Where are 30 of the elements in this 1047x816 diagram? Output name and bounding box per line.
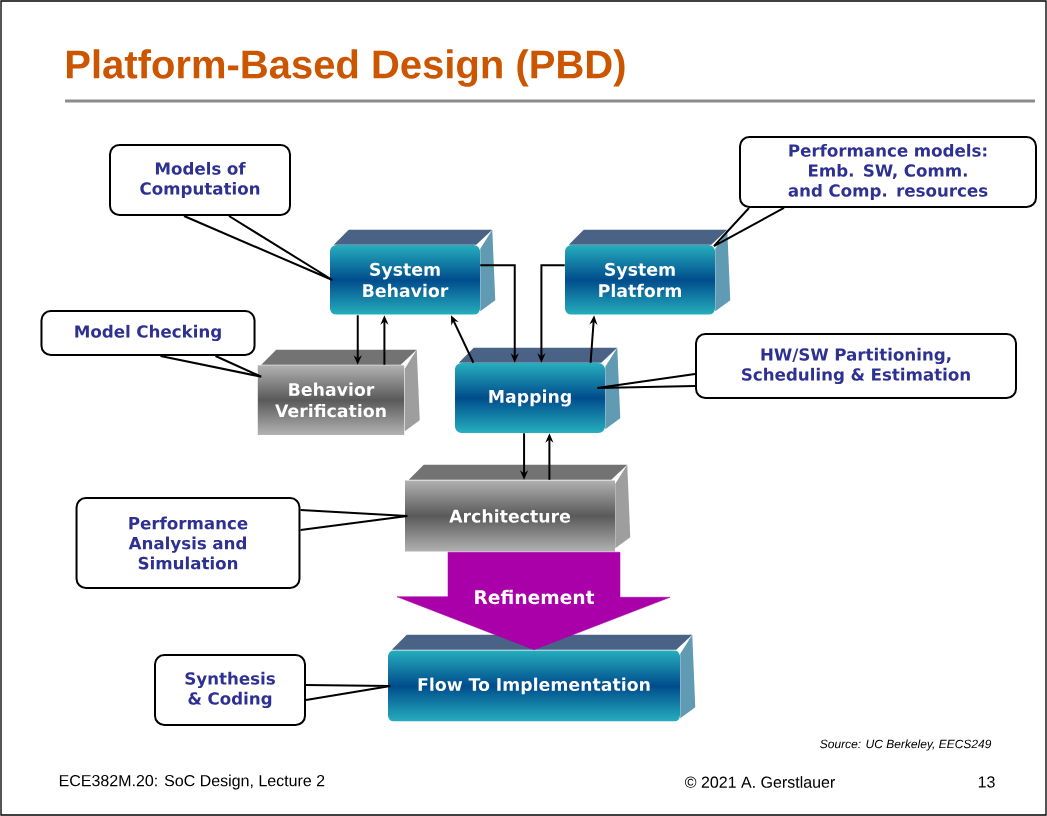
callout-bubble: HW/SW Partitioning, Scheduling & Estimation bbox=[695, 333, 1017, 399]
callout-tail bbox=[596, 373, 696, 389]
block-arrow bbox=[396, 552, 671, 650]
callout-bubble: Models of Computation bbox=[109, 144, 291, 216]
callout-bubble: Model Checking bbox=[40, 310, 256, 356]
process-block: Behavior Verification bbox=[261, 349, 420, 432]
callout-tail bbox=[712, 207, 785, 248]
callout-bubble: Performance models: Emb. SW, Comm. and Comp. resources bbox=[739, 136, 1037, 208]
page-number: 13 bbox=[978, 776, 995, 788]
footer-text: © 2021 A. Gerstlauer bbox=[685, 776, 835, 788]
node-label: Mapping bbox=[489, 389, 571, 407]
source-note: Source: UC Berkeley, EECS249 bbox=[820, 739, 992, 751]
node-label: Behavior Verification bbox=[275, 382, 386, 418]
node-label: System Platform bbox=[599, 262, 681, 298]
callout-tail bbox=[183, 215, 334, 281]
edge-label: Refinement bbox=[475, 589, 595, 605]
node-label: Flow To Implementation bbox=[418, 677, 650, 695]
process-block: System Platform bbox=[568, 229, 731, 312]
process-block: Architecture bbox=[408, 464, 631, 549]
process-block: System Behavior bbox=[333, 229, 496, 312]
callout-tail bbox=[299, 509, 409, 531]
slide-title: Platform-Based Design (PBD) bbox=[66, 49, 625, 87]
node-label: System Behavior bbox=[363, 262, 449, 298]
node-label: Architecture bbox=[449, 509, 571, 523]
callout-tail bbox=[159, 355, 263, 378]
callout-bubble: Performance Analysis and Simulation bbox=[75, 497, 301, 589]
process-block: Mapping bbox=[458, 347, 621, 430]
footer-text: ECE382M.20: SoC Design, Lecture 2 bbox=[59, 774, 325, 790]
callout-tail bbox=[305, 684, 392, 701]
callout-bubble: Synthesis & Coding bbox=[154, 654, 306, 726]
